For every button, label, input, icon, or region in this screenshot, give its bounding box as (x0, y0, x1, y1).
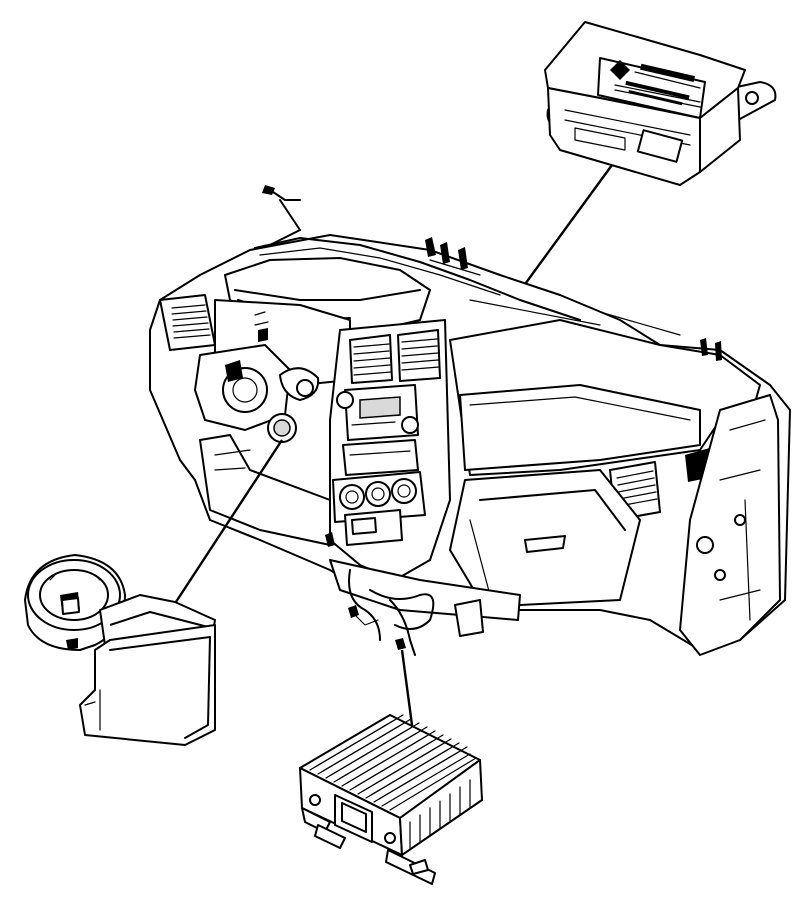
leader-line-ignition (170, 439, 284, 609)
ignition-switch-module (24, 554, 216, 746)
instrument-panel-assembly (149, 185, 791, 656)
amplifier-module (299, 714, 483, 885)
electronic-control-module (544, 21, 777, 186)
